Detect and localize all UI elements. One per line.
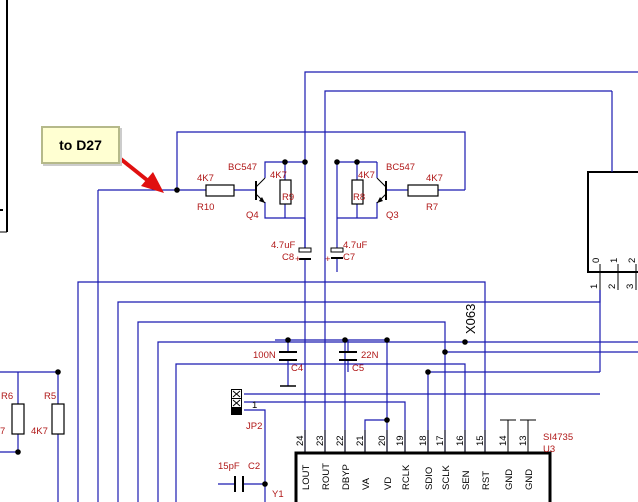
u3-pin-num: 21: [355, 435, 366, 446]
u3-pin-name: VA: [361, 477, 372, 490]
label-r6: R6: [1, 391, 13, 402]
connector-pin-num: 1: [609, 258, 620, 263]
u3-pin-num: 20: [377, 435, 388, 446]
resistor-r6: [11, 403, 25, 435]
label-net-x063: X063: [463, 304, 478, 334]
label-r10: R10: [197, 202, 214, 213]
u3-pin-name: LOUT: [301, 464, 312, 490]
capacitor-c2: [234, 476, 244, 492]
u3-pin-name: VD: [383, 477, 394, 490]
transistor-q4: [255, 177, 266, 204]
u3-pin-name: SCLK: [441, 465, 452, 490]
chip-u3-body: [294, 451, 552, 502]
label-r9: R9: [282, 192, 294, 203]
label-u3: U3: [543, 444, 555, 455]
callout-box: to D27: [41, 126, 120, 164]
label-c5-value: 22N: [361, 350, 379, 361]
label-r8-value: 4K7: [358, 170, 375, 181]
label-y1: Y1: [272, 489, 284, 500]
u3-pin-num: 13: [518, 435, 529, 446]
label-r6-value: 7: [0, 426, 5, 437]
label-r5-value: 4K7: [31, 426, 48, 437]
label-q4-type: BC547: [228, 162, 257, 173]
u3-pin-num: 15: [475, 435, 486, 446]
u3-pin-name: RST: [481, 471, 492, 490]
u3-pin-name: SDIO: [424, 467, 435, 490]
label-c2: C2: [248, 461, 260, 472]
label-c5: C5: [352, 363, 364, 374]
label-c7-value: 4.7uF: [343, 240, 367, 251]
u3-pin-num: 14: [498, 435, 509, 446]
u3-pin-num: 18: [418, 435, 429, 446]
label-jp2-pin: 1: [252, 400, 257, 411]
label-u3-part: SI4735: [543, 432, 573, 443]
label-c8-value: 4.7uF: [271, 240, 295, 251]
u3-pin-num: 22: [335, 435, 346, 446]
capacitor-c8: [298, 247, 312, 260]
label-jp2: JP2: [246, 421, 262, 432]
label-r10-value: 4K7: [197, 173, 214, 184]
u3-pin-num: 17: [435, 435, 446, 446]
label-c4: C4: [291, 363, 303, 374]
connector-pin-num: 3: [625, 284, 636, 289]
u3-pin-name: GND: [504, 469, 515, 490]
label-c2-value: 15pF: [218, 461, 240, 472]
junction-dots: [15, 159, 468, 487]
u3-pin-name: SEN: [461, 470, 472, 490]
chip-u3-pin-names: LOUT ROUT DBYP VA VD RCLK SDIO SCLK SEN …: [301, 463, 535, 490]
label-r7: R7: [426, 202, 438, 213]
resistor-r9: [279, 179, 292, 205]
capacitor-c7: [330, 247, 344, 259]
resistor-r5: [51, 403, 65, 435]
connector-pin-num: 2: [607, 284, 618, 289]
resistor-r10: [205, 184, 235, 197]
label-q3-type: BC547: [386, 162, 415, 173]
u3-pin-name: ROUT: [321, 463, 332, 490]
jumper-jp2: [231, 389, 242, 415]
label-c7-plus: +: [325, 254, 331, 265]
label-c8-plus: +: [295, 254, 301, 265]
chip-u3-pin-legs: [304, 430, 486, 453]
label-r5: R5: [44, 391, 56, 402]
u3-pin-num: 19: [395, 435, 406, 446]
label-q3: Q3: [386, 210, 399, 221]
label-r8: R8: [353, 192, 365, 203]
chip-u3-pin-numbers: 24 23 22 21 20 19 18 17 16 15 14 13: [295, 435, 529, 446]
capacitor-c5: [339, 351, 357, 361]
u3-pin-num: 16: [455, 435, 466, 446]
connector-outline: [587, 171, 638, 273]
u3-pin-name: DBYP: [341, 464, 352, 490]
transistor-q3: [376, 177, 387, 204]
label-r9-value: 4K7: [270, 170, 287, 181]
label-c7: C7: [343, 252, 355, 263]
connector-pin-num: 2: [627, 258, 638, 263]
u3-pin-num: 24: [295, 435, 306, 446]
connector-pin-num: 1: [589, 284, 600, 289]
label-q4: Q4: [246, 210, 259, 221]
u3-pin-name: RCLK: [401, 464, 412, 490]
label-c4-value: 100N: [253, 350, 276, 361]
component-labels: 4K7 R10 BC547 4K7 R9 Q4 4K7 R8 BC547 Q3 …: [0, 162, 573, 500]
u3-pin-name: GND: [524, 469, 535, 490]
resistor-r8: [351, 179, 364, 205]
connector-pin-num: 0: [591, 258, 602, 263]
label-c8: C8: [282, 252, 294, 263]
connector-pin-numbers: 0 1 2 1 2 3: [589, 258, 638, 289]
u3-pin-num: 23: [315, 435, 326, 446]
capacitor-c4: [279, 351, 297, 387]
label-r7-value: 4K7: [426, 173, 443, 184]
resistor-r7: [407, 184, 439, 197]
